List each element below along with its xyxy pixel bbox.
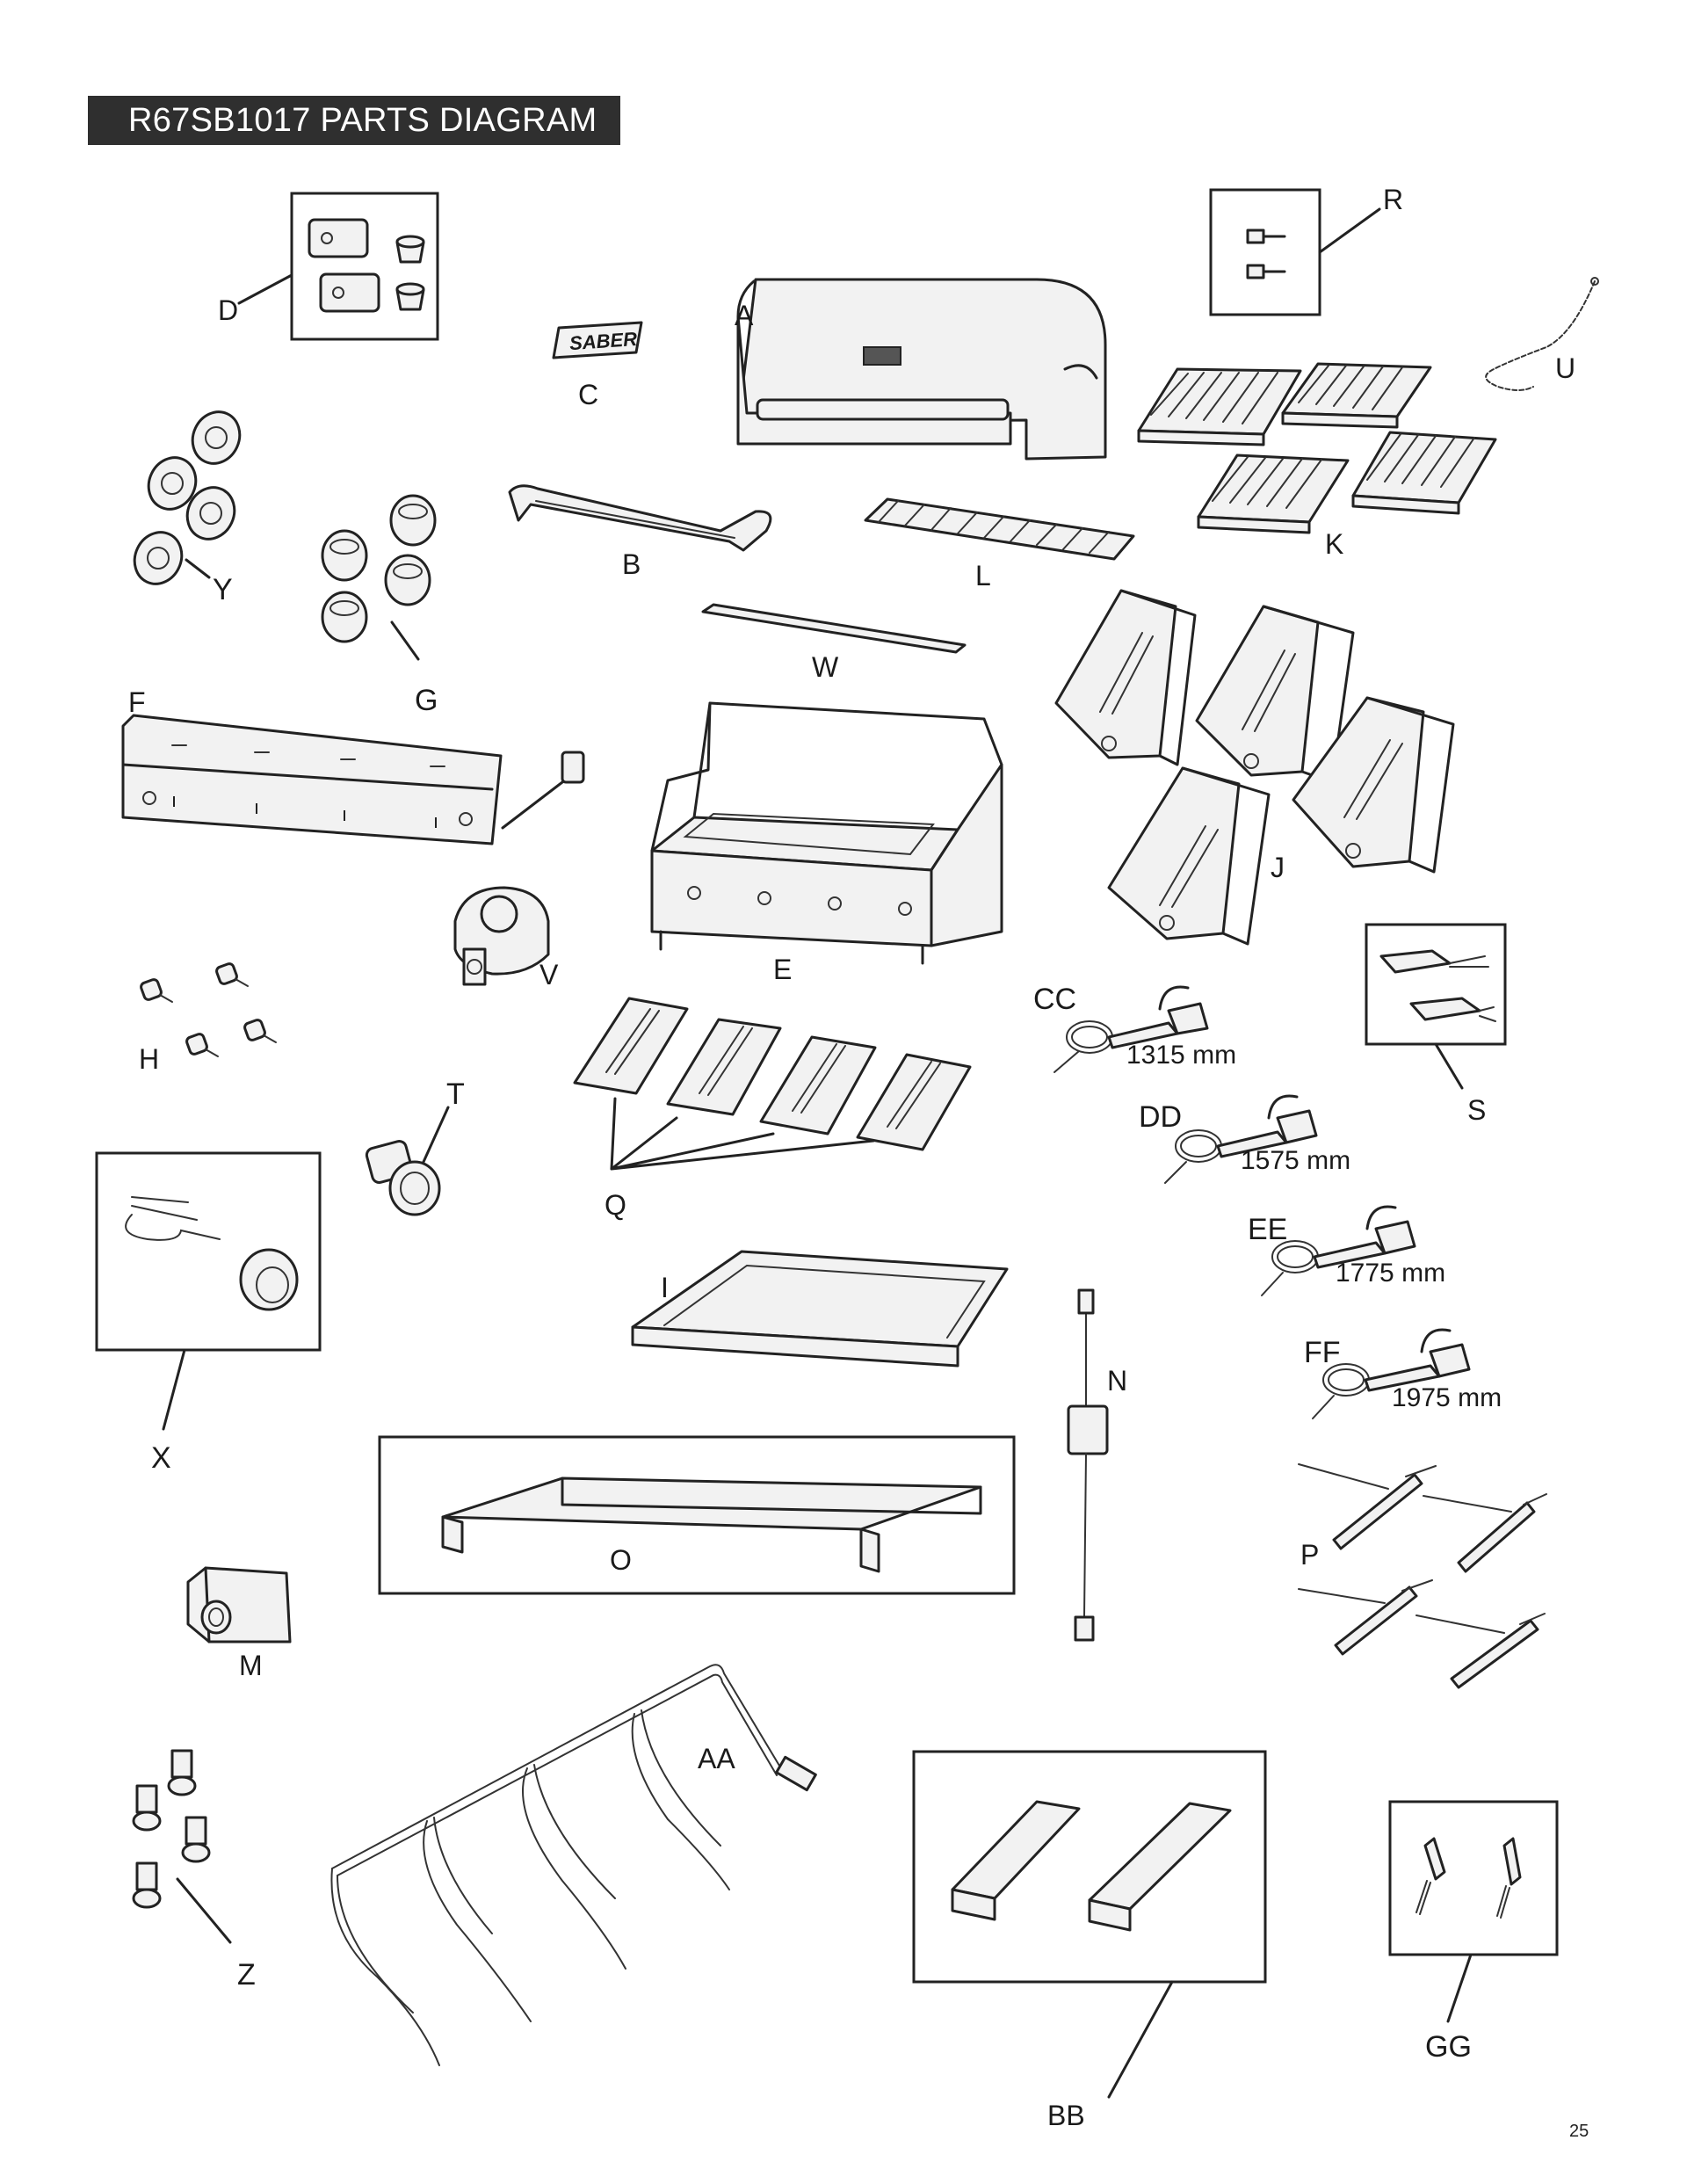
burner-box-1 [1054, 589, 1197, 766]
label-h: H [139, 1043, 159, 1075]
part-z-spark-igniters [132, 1749, 232, 1944]
grate-4 [1351, 431, 1497, 515]
label-a: A [735, 300, 754, 331]
grate-1 [1137, 367, 1302, 446]
label-c: C [578, 379, 598, 410]
label-k: K [1325, 528, 1343, 560]
label-r: R [1383, 184, 1403, 215]
part-e-grill-body [650, 701, 1003, 965]
label-o: O [610, 1544, 632, 1576]
label-ff: FF [1304, 1336, 1341, 1369]
label-aa: AA [698, 1743, 735, 1774]
part-h-electrodes [140, 962, 277, 1057]
label-dd: DD [1139, 1100, 1182, 1134]
burner-box-3 [1292, 696, 1455, 874]
length-cc: 1315 mm [1126, 1041, 1236, 1070]
part-a-hood [736, 278, 1107, 461]
part-i-drip-tray [631, 1250, 1009, 1368]
part-v-regulator [453, 886, 550, 986]
part-n-power-supply [1067, 1288, 1109, 1642]
part-s-sensors [1365, 923, 1507, 1090]
part-cc-burner [1053, 985, 1209, 1073]
label-g: G [415, 684, 438, 717]
label-w: W [812, 651, 839, 683]
label-t: T [446, 1077, 465, 1111]
label-e: E [773, 954, 792, 985]
part-g-knobs [321, 494, 437, 661]
part-c-badge: SABER [552, 321, 643, 359]
label-s: S [1467, 1094, 1486, 1126]
label-m: M [239, 1650, 263, 1681]
label-ee: EE [1248, 1213, 1287, 1246]
label-n: N [1107, 1365, 1127, 1397]
part-b-handle [508, 484, 772, 552]
length-ee: 1775 mm [1336, 1259, 1445, 1288]
part-k-grates [1137, 362, 1497, 534]
part-l-rack [864, 497, 1135, 561]
label-y: Y [213, 573, 233, 606]
brand-badge-text: SABER [568, 328, 638, 354]
grate-2 [1281, 362, 1432, 429]
part-ff-burner [1312, 1328, 1471, 1419]
part-j-burner-boxes [1054, 589, 1455, 946]
label-f: F [128, 686, 146, 718]
label-i: I [661, 1272, 669, 1303]
part-w-strip [701, 603, 967, 654]
part-q-flame-tamers [573, 997, 972, 1171]
length-ff: 1975 mm [1392, 1383, 1502, 1412]
label-q: Q [605, 1189, 626, 1221]
part-bb-brackets [912, 1750, 1267, 2099]
label-p: P [1300, 1539, 1319, 1571]
part-p-burner-tubes [1298, 1463, 1547, 1689]
page-number: 25 [1569, 2122, 1589, 2141]
label-x: X [151, 1441, 171, 1475]
part-dd-burner [1164, 1094, 1318, 1184]
label-cc: CC [1033, 983, 1076, 1016]
label-gg: GG [1425, 2030, 1472, 2064]
grate-3 [1197, 453, 1350, 534]
label-l: L [975, 560, 991, 591]
label-z: Z [237, 1958, 256, 1992]
part-m-motor [186, 1566, 292, 1643]
part-aa-wire-harness [330, 1664, 817, 2066]
part-y-bezels [133, 410, 242, 585]
part-labels: A B C D E F G H I J K L M N O P Q R S T … [128, 184, 1575, 2131]
label-d: D [218, 294, 238, 326]
part-x-igniter-kit [95, 1151, 322, 1431]
part-o-baffle [378, 1435, 1016, 1595]
label-bb: BB [1047, 2100, 1085, 2131]
part-r-screws [1209, 188, 1381, 316]
part-ee-burner [1261, 1205, 1416, 1296]
label-j: J [1271, 852, 1285, 883]
part-gg-bolts [1388, 1800, 1559, 2023]
burner-box-4 [1107, 766, 1271, 946]
length-dd: 1575 mm [1241, 1146, 1350, 1175]
label-v: V [539, 959, 559, 990]
page-title: R67SB1017 PARTS DIAGRAM [88, 96, 620, 145]
part-t-igniter [365, 1106, 450, 1216]
part-u-wire [1485, 277, 1599, 391]
part-f-control-panel [121, 714, 585, 845]
label-u: U [1555, 352, 1575, 384]
part-d-bezel-kit [237, 192, 439, 341]
label-b: B [622, 548, 641, 580]
